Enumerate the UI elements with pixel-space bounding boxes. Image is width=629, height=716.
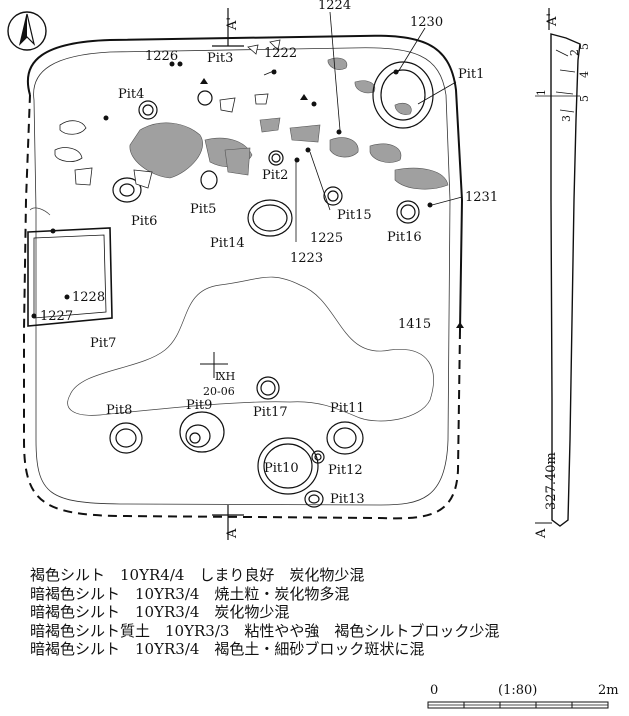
- scale-bar-graphic: [427, 701, 609, 709]
- feature-outline-solid: [26, 34, 464, 331]
- label-1227: 1227: [40, 309, 73, 324]
- section-bottom-mark: A: [534, 528, 549, 539]
- grid-point-cross: [200, 352, 228, 378]
- legend-row-1: 褐色シルト 10YR4/4 しまり良好 炭化物少混: [30, 566, 365, 584]
- point-labels: 1222 1223 1224 1225 1226 1227 1228 1230 …: [40, 0, 498, 332]
- grid-label: ⅨH: [215, 370, 235, 383]
- legend-row-4: 暗褐色シルト質土 10YR3/3 粘性やや強 褐色シルトブロック少混: [30, 621, 500, 640]
- legend-row-2: 暗褐色シルト 10YR3/4 焼土粒・炭化物多混: [30, 584, 350, 603]
- grid-sublabel: 20-06: [203, 385, 235, 398]
- label-pit14: Pit14: [210, 236, 245, 251]
- pit-outlines: [27, 61, 434, 508]
- legend-row-5: 暗褐色シルト 10YR3/4 褐色土・細砂ブロック斑状に混: [30, 640, 425, 658]
- leader-lines: [263, 11, 463, 242]
- label-pit12: Pit12: [328, 463, 363, 478]
- north-arrow-icon: [7, 11, 47, 51]
- floor-line: [33, 47, 451, 506]
- label-pit10: Pit10: [264, 461, 299, 476]
- label-1224: 1224: [318, 0, 351, 13]
- layer-1: 1: [535, 89, 548, 96]
- pit-labels: Pit1 Pit2 Pit3 Pit4 Pit5 Pit6 Pit7 Pit8 …: [90, 51, 484, 507]
- soil-legend: 褐色シルト 10YR4/4 しまり良好 炭化物少混 暗褐色シルト 10YR3/4…: [30, 566, 620, 659]
- label-pit13: Pit13: [330, 492, 365, 507]
- label-pit1: Pit1: [458, 67, 484, 82]
- section-mark-top: A': [225, 17, 240, 31]
- label-pit3: Pit3: [207, 51, 233, 66]
- label-1228: 1228: [72, 290, 105, 305]
- label-pit16: Pit16: [387, 230, 422, 245]
- label-1415: 1415: [398, 317, 431, 332]
- label-1226: 1226: [145, 49, 178, 64]
- label-1231: 1231: [465, 190, 498, 205]
- scale-bar: 0 (1:80) 2m: [426, 683, 626, 713]
- excavation-plan: A' A: [7, 0, 591, 540]
- section-mark-bottom: A: [225, 528, 240, 539]
- label-pit5: Pit5: [190, 202, 216, 217]
- lower-contour: [67, 276, 434, 422]
- elevation-label: 327.40m: [544, 452, 559, 510]
- label-pit17: Pit17: [253, 405, 288, 420]
- label-pit6: Pit6: [131, 214, 157, 229]
- artifact-markers: [31, 61, 464, 328]
- burnt-soil-patches: [129, 57, 449, 190]
- label-pit8: Pit8: [106, 403, 132, 418]
- label-1222: 1222: [264, 46, 297, 61]
- label-1230: 1230: [410, 15, 443, 30]
- section-drawing: A' 5 2 4 1 5 3 A 327.40m: [534, 8, 591, 539]
- label-pit4: Pit4: [118, 87, 144, 102]
- label-pit11: Pit11: [330, 401, 365, 416]
- scale-start: 0: [430, 683, 439, 698]
- layer-5a: 5: [578, 43, 591, 50]
- feature-outline-dashed: [23, 94, 461, 520]
- section-line-top: A': [212, 8, 244, 47]
- legend-row-3: 暗褐色シルト 10YR3/4 炭化物少混: [30, 603, 290, 621]
- section-line-bottom: A: [212, 505, 244, 540]
- label-pit15: Pit15: [337, 208, 372, 223]
- label-1225: 1225: [310, 231, 343, 246]
- label-pit7: Pit7: [90, 336, 116, 351]
- scale-end: 2m: [598, 683, 619, 698]
- section-top-label: A': [545, 13, 560, 27]
- scale-ratio: (1:80): [498, 683, 538, 698]
- label-pit9: Pit9: [186, 398, 212, 413]
- layer-4: 4: [578, 71, 591, 78]
- layer-5b: 5: [578, 95, 591, 102]
- layer-3: 3: [560, 115, 573, 122]
- label-1223: 1223: [290, 251, 323, 266]
- stone-sketches: [54, 39, 281, 189]
- layer-2: 2: [568, 49, 581, 56]
- label-pit2: Pit2: [262, 168, 288, 183]
